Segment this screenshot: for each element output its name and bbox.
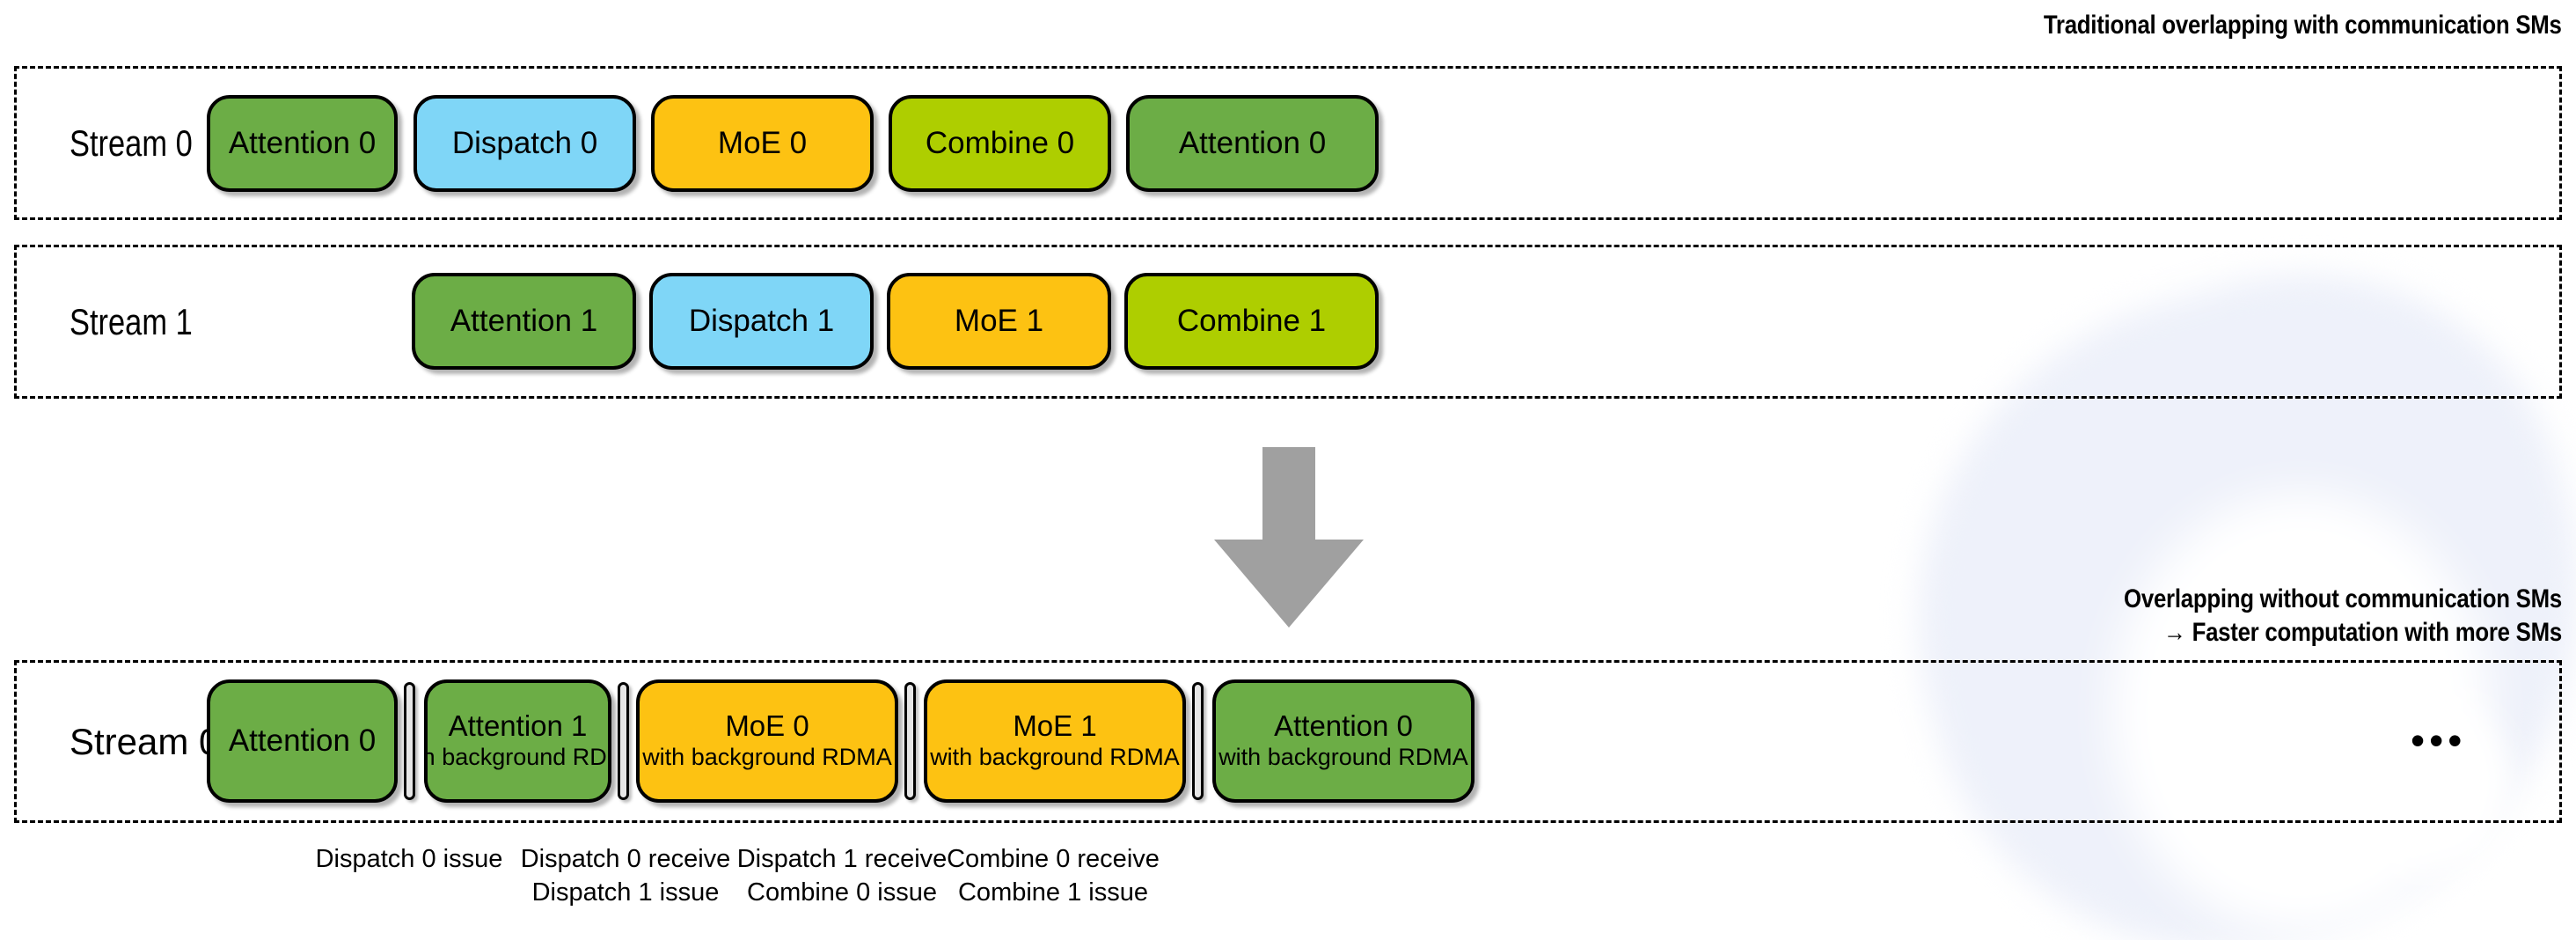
task-box-attention-0[interactable]: Attention 0	[207, 95, 398, 192]
task-box-bottom-attention-0-second[interactable]: Attention 0 with background RDMA	[1212, 679, 1475, 803]
stream-separator-bar-2	[618, 682, 629, 800]
event-line-2: Dispatch 1 issue	[531, 878, 720, 907]
bottom-heading-line-1: Overlapping without communication SMs	[2124, 584, 2562, 613]
task-title: MoE 0	[717, 125, 808, 160]
task-box-bottom-attention-1[interactable]: Attention 1 with background RDMA	[424, 679, 611, 803]
task-box-attention-0-second[interactable]: Attention 0	[1126, 95, 1379, 192]
top-section-heading: Traditional overlapping with communicati…	[2044, 11, 2562, 40]
stream-separator-bar-4	[1192, 682, 1204, 800]
event-line-2: Combine 1 issue	[957, 878, 1148, 907]
event-label-combine-0-receive: Combine 0 receive Combine 1 issue	[947, 842, 1160, 909]
stream-separator-bar-1	[404, 682, 415, 800]
continuation-ellipsis: •••	[2411, 717, 2467, 763]
event-label-dispatch-0-issue: Dispatch 0 issue	[316, 842, 503, 876]
task-box-dispatch-1[interactable]: Dispatch 1	[649, 273, 874, 370]
task-box-moe-1[interactable]: MoE 1	[887, 273, 1111, 370]
task-title: Attention 0	[1274, 709, 1413, 742]
event-label-dispatch-0-receive: Dispatch 0 receive Dispatch 1 issue	[521, 842, 731, 909]
task-title: Attention 1	[450, 303, 598, 338]
task-box-attention-1[interactable]: Attention 1	[412, 273, 636, 370]
bottom-heading-line-2: → Faster computation with more SMs	[2163, 618, 2562, 647]
task-subtitle: with background RDMA	[1218, 744, 1468, 771]
stream-row-label-top-0: Stream 0	[70, 121, 193, 164]
task-title: Attention 0	[1178, 125, 1327, 160]
event-line-1: Dispatch 0 receive	[520, 845, 731, 873]
task-title: MoE 1	[954, 303, 1044, 338]
event-label-dispatch-1-receive: Dispatch 1 receive Combine 0 issue	[737, 842, 948, 909]
task-title: Attention 0	[228, 125, 377, 160]
event-line-1: Dispatch 0 issue	[315, 845, 503, 873]
stream-row-label-bottom-0: Stream 0	[70, 720, 220, 762]
task-subtitle: with background RDMA	[642, 744, 892, 771]
task-box-bottom-moe-0[interactable]: MoE 0 with background RDMA	[636, 679, 898, 803]
task-box-combine-1[interactable]: Combine 1	[1124, 273, 1379, 370]
stream-row-label-top-1: Stream 1	[70, 300, 193, 342]
task-box-bottom-attention-0[interactable]: Attention 0	[207, 679, 398, 803]
task-title: Combine 1	[1176, 303, 1327, 338]
task-subtitle: with background RDMA	[428, 744, 608, 771]
task-title: Dispatch 1	[688, 303, 835, 338]
event-line-1: Combine 0 receive	[947, 845, 1160, 873]
task-title: MoE 0	[725, 709, 809, 742]
stream-separator-bar-3	[904, 682, 916, 800]
bottom-section-heading: Overlapping without communication SMs → …	[2124, 583, 2562, 650]
task-title: Attention 1	[448, 709, 588, 742]
down-arrow-icon	[1214, 447, 1364, 628]
task-box-moe-0[interactable]: MoE 0	[651, 95, 874, 192]
event-line-2: Combine 0 issue	[747, 878, 937, 907]
task-title: Combine 0	[925, 125, 1075, 160]
task-box-bottom-moe-1[interactable]: MoE 1 with background RDMA	[924, 679, 1186, 803]
task-title: MoE 1	[1013, 709, 1097, 742]
task-box-combine-0[interactable]: Combine 0	[889, 95, 1111, 192]
task-box-dispatch-0[interactable]: Dispatch 0	[413, 95, 636, 192]
task-title: Attention 0	[228, 723, 377, 758]
task-subtitle: with background RDMA	[930, 744, 1180, 771]
task-title: Dispatch 0	[451, 125, 598, 160]
stream-row-top-0: Stream 0	[14, 66, 2562, 220]
event-line-1: Dispatch 1 receive	[736, 845, 948, 873]
stream-row-top-1: Stream 1	[14, 245, 2562, 399]
stream-row-bottom-0: Stream 0	[14, 660, 2562, 823]
